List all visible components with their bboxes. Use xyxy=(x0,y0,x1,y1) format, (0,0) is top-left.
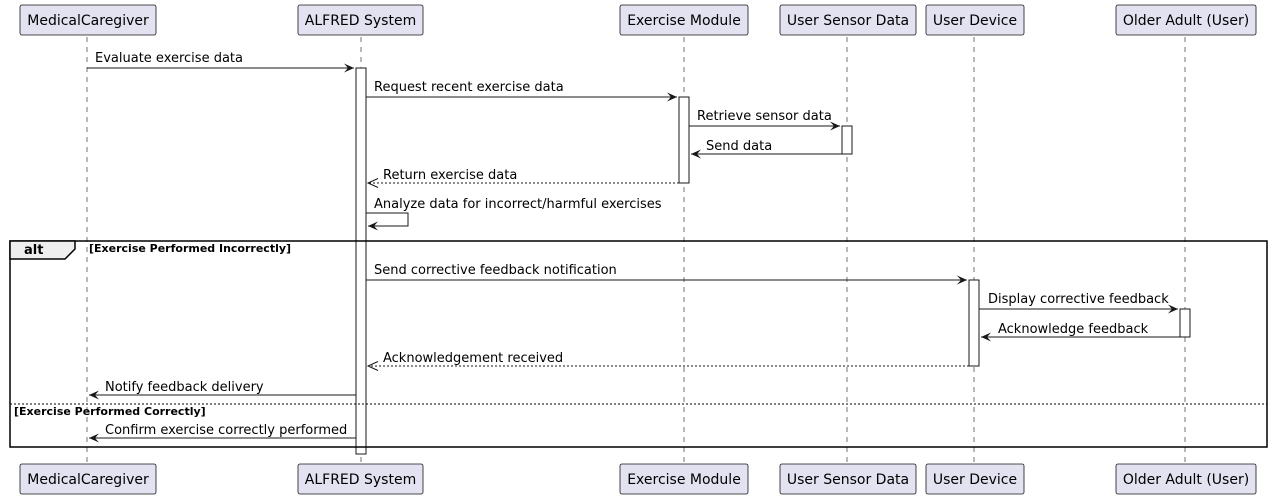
participant-label: User Sensor Data xyxy=(787,13,909,29)
alt-frame xyxy=(9,240,1268,448)
message-send-data: Send data xyxy=(691,139,842,159)
participant-caregiver: MedicalCaregiver xyxy=(19,4,157,36)
message-confirm-exercise-correctly-performed: Confirm exercise correctly performed xyxy=(89,423,356,443)
participant-label: ALFRED System xyxy=(305,472,416,488)
alt-tab xyxy=(9,240,76,260)
message-display-corrective-feedback: Display corrective feedback xyxy=(979,292,1178,314)
participant-caregiver-bottom: MedicalCaregiver xyxy=(19,463,157,495)
message-send-corrective-feedback-notification: Send corrective feedback notification xyxy=(366,263,967,285)
participant-heads-top: MedicalCaregiver ALFRED System Exercise … xyxy=(19,4,1257,36)
participant-label: MedicalCaregiver xyxy=(27,13,149,29)
activation-exercise xyxy=(678,96,690,184)
message-label: Return exercise data xyxy=(383,168,517,183)
alt-guard-correct: [Exercise Performed Correctly] xyxy=(14,405,206,418)
message-acknowledge-feedback: Acknowledge feedback xyxy=(981,322,1180,342)
message-retrieve-sensor-data: Retrieve sensor data xyxy=(689,109,840,131)
participant-user: Older Adult (User) xyxy=(1115,4,1257,36)
participant-label: Older Adult (User) xyxy=(1123,472,1249,488)
participant-alfred-bottom: ALFRED System xyxy=(297,463,424,495)
message-label: Acknowledgement received xyxy=(383,351,563,366)
message-return-exercise-data: Return exercise data xyxy=(366,168,679,188)
participant-sensor: User Sensor Data xyxy=(779,4,917,36)
participant-device-bottom: User Device xyxy=(925,463,1025,495)
participant-label: User Device xyxy=(933,472,1017,488)
alt-keyword: alt xyxy=(24,243,43,258)
message-acknowledgement-received: Acknowledgement received xyxy=(366,351,969,371)
participant-label: User Device xyxy=(933,13,1017,29)
activation-device xyxy=(968,279,980,367)
message-label: Send data xyxy=(706,139,772,154)
message-label: Notify feedback delivery xyxy=(105,380,264,395)
message-label: Analyze data for incorrect/harmful exerc… xyxy=(374,197,662,212)
participant-label: Older Adult (User) xyxy=(1123,13,1249,29)
participant-exercise: Exercise Module xyxy=(619,4,749,36)
message-analyze-data: Analyze data for incorrect/harmful exerc… xyxy=(366,197,662,231)
activation-alfred xyxy=(355,67,367,455)
participant-exercise-bottom: Exercise Module xyxy=(619,463,749,495)
activation-sensor xyxy=(841,125,853,155)
message-label: Retrieve sensor data xyxy=(697,109,832,124)
message-label: Evaluate exercise data xyxy=(95,51,243,66)
message-label: Display corrective feedback xyxy=(988,292,1169,307)
participant-sensor-bottom: User Sensor Data xyxy=(779,463,917,495)
participant-label: MedicalCaregiver xyxy=(27,472,149,488)
participant-label: Exercise Module xyxy=(627,13,741,29)
participant-label: ALFRED System xyxy=(305,13,416,29)
alt-guard-incorrect: [Exercise Performed Incorrectly] xyxy=(89,242,291,255)
participant-label: User Sensor Data xyxy=(787,472,909,488)
message-notify-feedback-delivery: Notify feedback delivery xyxy=(89,380,356,400)
message-evaluate-exercise-data: Evaluate exercise data xyxy=(87,51,354,73)
message-label: Request recent exercise data xyxy=(374,80,564,95)
participant-device: User Device xyxy=(925,4,1025,36)
message-label: Confirm exercise correctly performed xyxy=(105,423,347,438)
message-label: Send corrective feedback notification xyxy=(374,263,617,278)
activations xyxy=(355,67,1191,455)
participant-heads-bottom: MedicalCaregiver ALFRED System Exercise … xyxy=(19,463,1257,495)
participant-user-bottom: Older Adult (User) xyxy=(1115,463,1257,495)
messages: Evaluate exercise data Request recent ex… xyxy=(87,51,1180,443)
activation-user xyxy=(1179,308,1191,338)
message-request-recent-exercise-data: Request recent exercise data xyxy=(366,80,677,102)
participant-alfred: ALFRED System xyxy=(297,4,424,36)
participant-label: Exercise Module xyxy=(627,472,741,488)
alt-fragment: alt [Exercise Performed Incorrectly] [Ex… xyxy=(9,240,1268,448)
message-label: Acknowledge feedback xyxy=(998,322,1149,337)
